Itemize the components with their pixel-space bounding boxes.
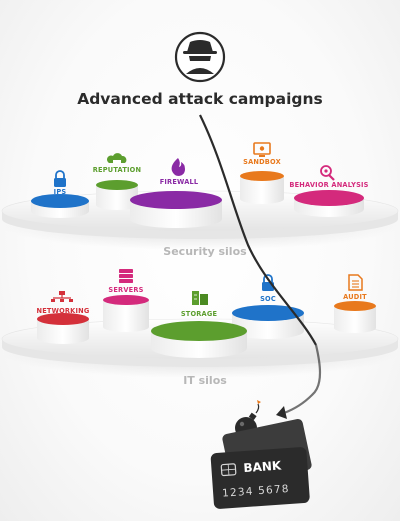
- label-sandbox: SANDBOX: [243, 158, 281, 166]
- storage-icon: [192, 291, 208, 305]
- flame-icon: [171, 158, 185, 176]
- credit-card-icon: BANK 1234 5678: [210, 418, 312, 509]
- server-icon: [119, 269, 133, 283]
- page-title: Advanced attack campaigns: [77, 90, 323, 108]
- cloud-icon: [106, 153, 127, 164]
- silo-audit: [334, 301, 376, 333]
- silo-behavior-analysis: [294, 190, 364, 217]
- silo-servers: [103, 295, 149, 332]
- document-icon: [348, 274, 363, 291]
- network-icon: [51, 291, 73, 302]
- label-storage: STORAGE: [181, 310, 218, 318]
- label-soc: SOC: [260, 295, 276, 303]
- lock-icon: [54, 170, 66, 187]
- label-networking: NETWORKING: [37, 307, 90, 315]
- silo-networking: [37, 313, 89, 344]
- card-bank-name: BANK: [243, 458, 282, 475]
- silo-soc: [232, 305, 304, 339]
- it-silos-label: IT silos: [183, 374, 227, 387]
- label-behavior-analysis: BEHAVIOR ANALYSIS: [289, 181, 368, 189]
- hacker-icon: [174, 31, 226, 83]
- silo-ips: [31, 194, 89, 218]
- silo-sandbox: [240, 171, 284, 204]
- label-audit: AUDIT: [343, 293, 367, 301]
- label-reputation: REPUTATION: [93, 166, 141, 174]
- magnifier-icon: [320, 165, 335, 181]
- label-firewall: FIREWALL: [160, 178, 199, 186]
- label-servers: SERVERS: [108, 286, 143, 294]
- security-silos-label: Security silos: [163, 245, 247, 258]
- attack-path-arrow: [199, 114, 322, 419]
- label-ips: IPS: [54, 188, 67, 196]
- silo-firewall: [130, 191, 222, 228]
- card-number: 1234 5678: [222, 483, 290, 500]
- silo-storage: [151, 321, 247, 358]
- monitor-icon: [253, 142, 271, 157]
- silo-reputation: [96, 180, 138, 210]
